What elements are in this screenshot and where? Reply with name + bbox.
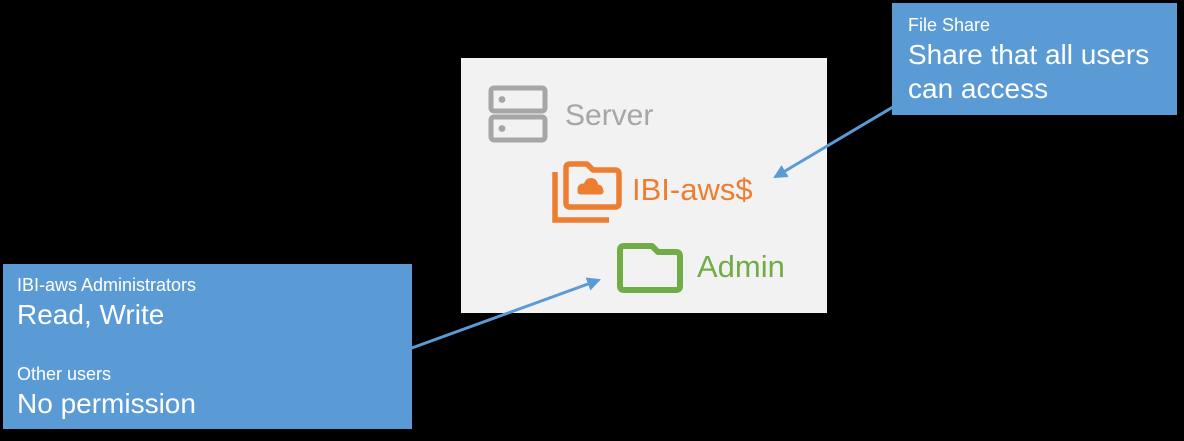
file-share-label: IBI-aws$ [632,172,753,207]
callout-file-share-line2: can access [908,73,1049,104]
callout-file-share-line1: Share that all users [908,39,1150,70]
callout-file-share: File Share Share that all users can acce… [892,3,1177,115]
shared-folder-cloud-icon [551,159,623,225]
callout-permissions: IBI-aws Administrators Read, Write Other… [3,264,412,429]
server-icon [488,85,548,143]
arrow-file-share-to-share-icon [773,99,904,179]
server-label: Server [565,99,654,132]
callout-file-share-title: File Share [908,15,991,35]
permissions-group1-name: IBI-aws Administrators [17,275,197,295]
server-panel: Server IBI-aws$ Admin [461,58,827,313]
permissions-group1-rights: Read, Write [17,299,165,330]
permissions-spacer [17,332,412,362]
permissions-group2-name: Other users [17,364,112,384]
permissions-group2-rights: No permission [17,388,196,419]
arrow-permissions-to-admin-folder [408,277,601,351]
folder-icon [617,242,683,294]
admin-folder-label: Admin [697,249,785,284]
